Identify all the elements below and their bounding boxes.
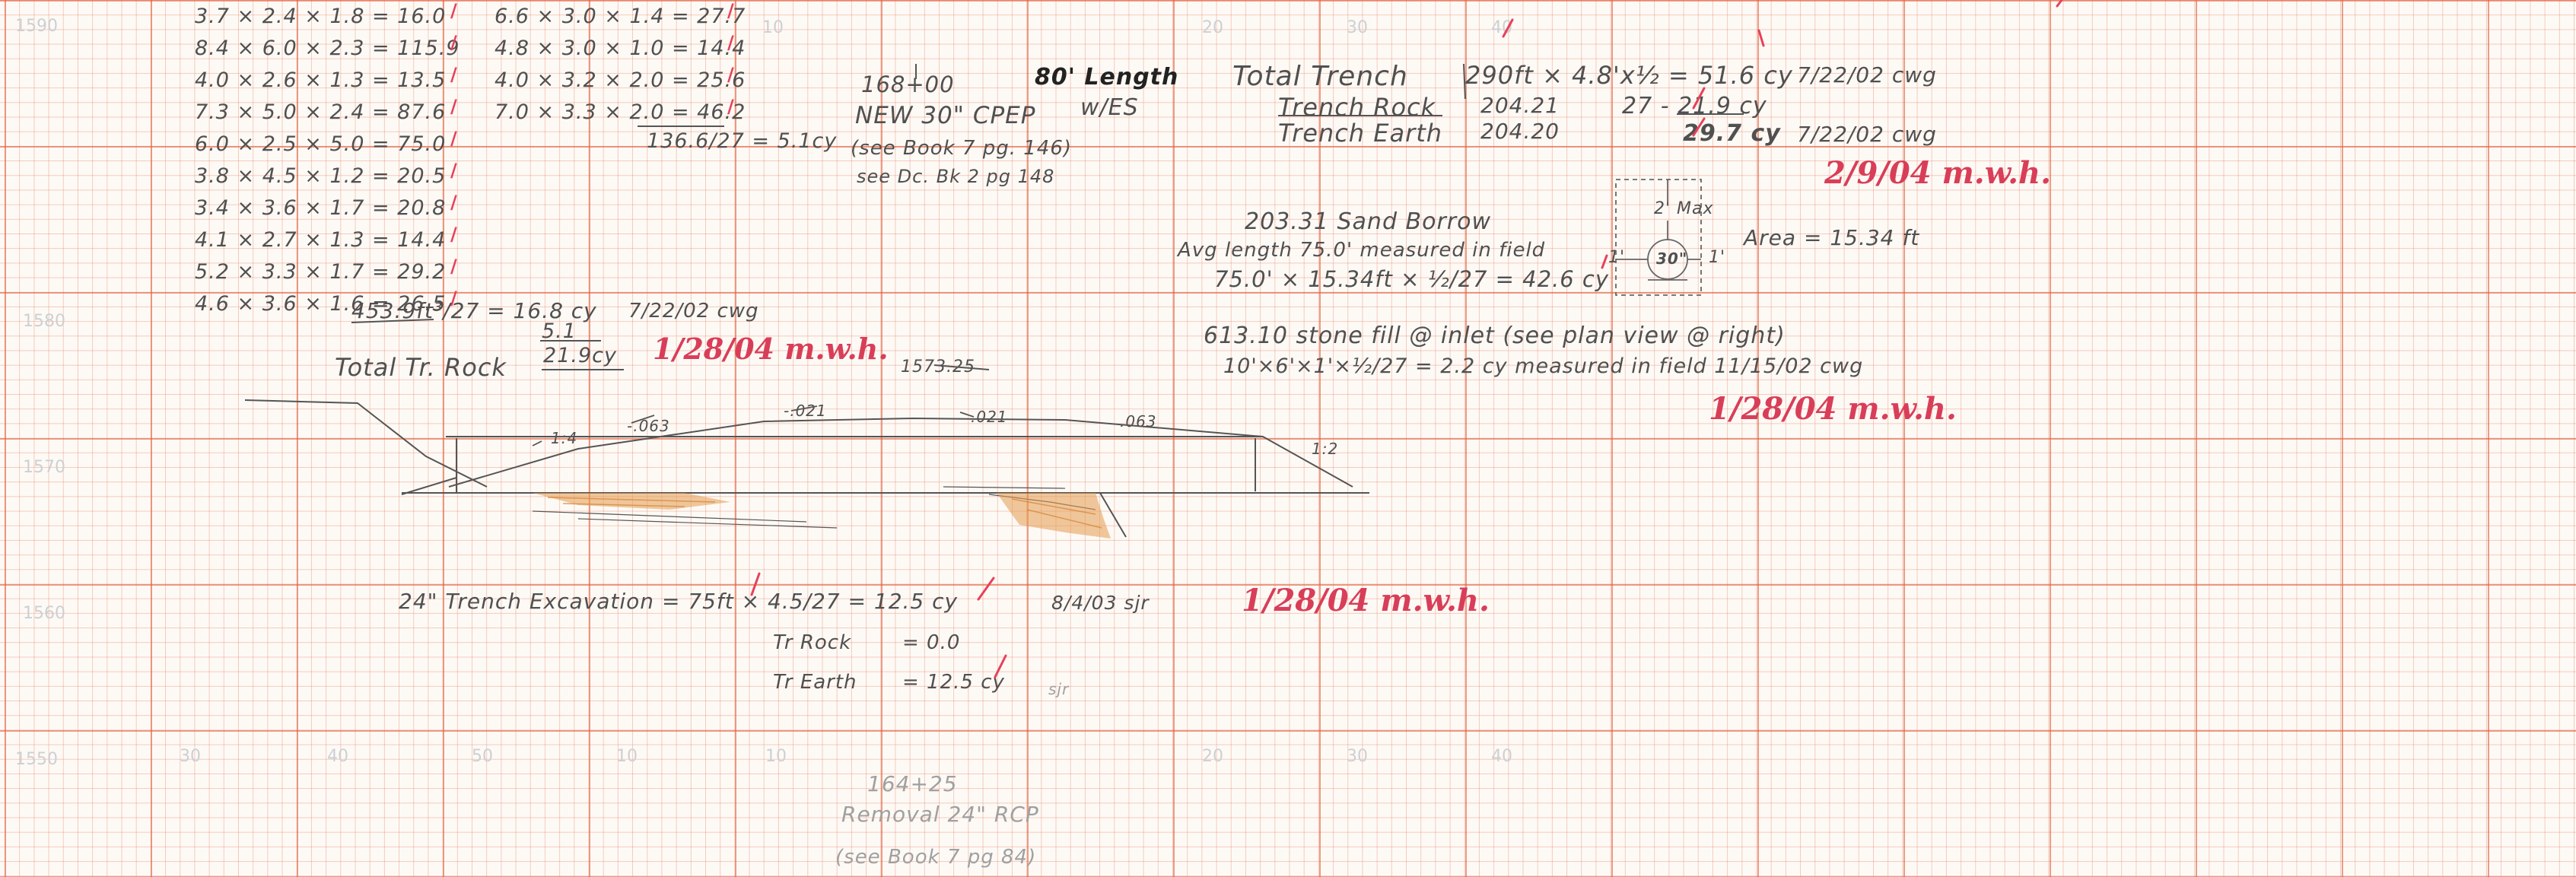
check-mark: / bbox=[450, 256, 457, 277]
station-label-top: 20 bbox=[1202, 18, 1223, 37]
trench-24-calc: 24" Trench Excavation = 75ft × 4.5/27 = … bbox=[399, 589, 959, 614]
station-164: 164+25 bbox=[867, 771, 958, 796]
elevation-label-1590: 1590 bbox=[15, 17, 58, 36]
rock-calc-line: 4.0 × 2.6 × 1.3 = 13.5 bbox=[195, 68, 447, 92]
station-label-bottom: 10 bbox=[765, 747, 787, 766]
detail-max-depth: 2' Max bbox=[1654, 199, 1714, 218]
trench-rock-code: 204.21 bbox=[1480, 93, 1560, 118]
slope-right: 1:2 bbox=[1312, 440, 1339, 458]
check-mark: / bbox=[450, 32, 457, 53]
detail-left-width: 1' bbox=[1608, 248, 1626, 267]
col1-total-date: 7/22/02 cwg bbox=[628, 300, 759, 323]
elevation-label-1560: 1560 bbox=[23, 604, 65, 623]
removal-note: Removal 24" RCP bbox=[841, 802, 1039, 827]
review-stamp: 2/9/04 m.w.h. bbox=[1824, 155, 2052, 191]
station-label-bottom: 50 bbox=[472, 747, 493, 766]
check-mark: / bbox=[727, 0, 734, 21]
station-label-bottom: 30 bbox=[1347, 747, 1368, 766]
trench-earth-code: 204.20 bbox=[1480, 119, 1560, 144]
trench-24-date: 8/4/03 sjr bbox=[1051, 592, 1150, 614]
detail-right-width: 1' bbox=[1709, 248, 1726, 267]
rock-calc-line: 4.0 × 3.2 × 2.0 = 25.6 bbox=[495, 68, 746, 92]
trench-earth-date: 7/22/02 cwg bbox=[1797, 122, 1937, 147]
slope-b: -.021 bbox=[784, 402, 827, 420]
sand-borrow-label: 203.31 Sand Borrow bbox=[1245, 208, 1492, 235]
col1-total: 453.9ft³/27 = 16.8 cy bbox=[351, 298, 597, 323]
tr-earth-initials: sjr bbox=[1048, 680, 1070, 698]
col1-net: 21.9cy bbox=[543, 344, 617, 367]
rock-calc-line: 5.2 × 3.3 × 1.7 = 29.2 bbox=[195, 260, 447, 284]
check-mark: / bbox=[727, 96, 734, 117]
check-mark: / bbox=[450, 64, 457, 85]
avg-length-note: Avg length 75.0' measured in field bbox=[1178, 239, 1546, 262]
total-trench-label: Total Trench bbox=[1232, 61, 1408, 92]
station-label-bottom: 40 bbox=[327, 747, 348, 766]
elevation-label-1570: 1570 bbox=[23, 458, 65, 477]
rock-calc-line: 8.4 × 6.0 × 2.3 = 115.9 bbox=[195, 37, 460, 60]
review-stamp: 1/28/04 m.w.h. bbox=[653, 332, 889, 366]
slope-c: .021 bbox=[971, 408, 1008, 426]
length-note: 80' Length bbox=[1035, 64, 1179, 91]
rock-calc-line: 7.3 × 5.0 × 2.4 = 87.6 bbox=[195, 100, 447, 124]
rock-calc-line: 6.6 × 3.0 × 1.4 = 27.7 bbox=[495, 5, 746, 28]
total-tr-rock-label: Total Tr. Rock bbox=[335, 353, 507, 382]
check-mark: / bbox=[450, 288, 457, 309]
rock-calc-line: 4.6 × 3.6 × 1.6 = 26.5 bbox=[195, 292, 447, 316]
station-label-bottom: 40 bbox=[1491, 747, 1512, 766]
stone-fill-label: 613.10 stone fill @ inlet (see plan view… bbox=[1204, 323, 1786, 349]
check-mark: / bbox=[727, 32, 734, 53]
station-label-top: 10 bbox=[762, 18, 784, 37]
check-mark: / bbox=[450, 224, 457, 245]
pipe-ref-2: see Dc. Bk 2 pg 148 bbox=[857, 166, 1055, 187]
tr-rock-value: = 0.0 bbox=[902, 631, 961, 654]
rock-calc-line: 3.7 × 2.4 × 1.8 = 16.0 bbox=[195, 5, 447, 28]
station-label-bottom: 30 bbox=[180, 747, 201, 766]
col1-minus: 5.1 bbox=[542, 319, 577, 343]
pipe-ref-1: (see Book 7 pg. 146) bbox=[851, 137, 1073, 160]
rock-calc-line: 4.1 × 2.7 × 1.3 = 14.4 bbox=[195, 228, 447, 252]
col2-total: 136.6/27 = 5.1cy bbox=[647, 129, 838, 153]
review-stamp: 1/28/04 m.w.h. bbox=[1242, 583, 1490, 618]
check-mark: / bbox=[450, 128, 457, 149]
check-mark: / bbox=[450, 160, 457, 181]
trench-rock-label: Trench Rock bbox=[1278, 93, 1436, 122]
station-label-bottom: 20 bbox=[1202, 747, 1223, 766]
trench-earth-label: Trench Earth bbox=[1278, 119, 1443, 148]
check-mark: / bbox=[450, 0, 457, 21]
check-mark: / bbox=[450, 192, 457, 213]
tr-earth-label: Tr Earth bbox=[773, 671, 857, 694]
trench-date: 7/22/02 cwg bbox=[1797, 62, 1937, 87]
elevation-label-1580: 1580 bbox=[23, 312, 65, 331]
station-label-top: 30 bbox=[1347, 18, 1368, 37]
tr-earth-value: = 12.5 cy bbox=[902, 671, 1005, 694]
station-168: 168+00 bbox=[861, 71, 955, 97]
check-mark: / bbox=[450, 96, 457, 117]
rock-calc-line: 3.8 × 4.5 × 1.2 = 20.5 bbox=[195, 164, 447, 188]
rock-calc-line: 7.0 × 3.3 × 2.0 = 46.2 bbox=[495, 100, 746, 124]
rock-calc-line: 3.4 × 3.6 × 1.7 = 20.8 bbox=[195, 196, 447, 220]
detail-pipe-size: 30" bbox=[1656, 249, 1688, 268]
station-label-bottom: 10 bbox=[616, 747, 638, 766]
tr-rock-label: Tr Rock bbox=[773, 631, 852, 654]
pipe-description: NEW 30" CPEP bbox=[855, 102, 1036, 129]
rock-calc-line: 4.8 × 3.0 × 1.0 = 14.4 bbox=[495, 37, 746, 60]
slope-left: 1:4 bbox=[551, 429, 578, 447]
rock-calc-line: 6.0 × 2.5 × 5.0 = 75.0 bbox=[195, 132, 447, 156]
area-note: Area = 15.34 ft bbox=[1744, 225, 1920, 250]
slope-a: -.063 bbox=[627, 417, 670, 435]
removal-ref: (see Book 7 pg 84) bbox=[835, 846, 1037, 869]
review-stamp: 1/28/04 m.w.h. bbox=[1709, 391, 1957, 427]
length-note-ends: w/ES bbox=[1080, 94, 1139, 121]
stone-fill-calc: 10'×6'×1'×½/27 = 2.2 cy measured in fiel… bbox=[1223, 354, 1864, 378]
sand-calc: 75.0' × 15.34ft × ½/27 = 42.6 cy bbox=[1214, 266, 1610, 292]
check-mark: / bbox=[727, 64, 734, 85]
trench-calc: 290ft × 4.8'x½ = 51.6 cy bbox=[1465, 61, 1793, 90]
elevation-label-1550: 1550 bbox=[15, 750, 58, 769]
